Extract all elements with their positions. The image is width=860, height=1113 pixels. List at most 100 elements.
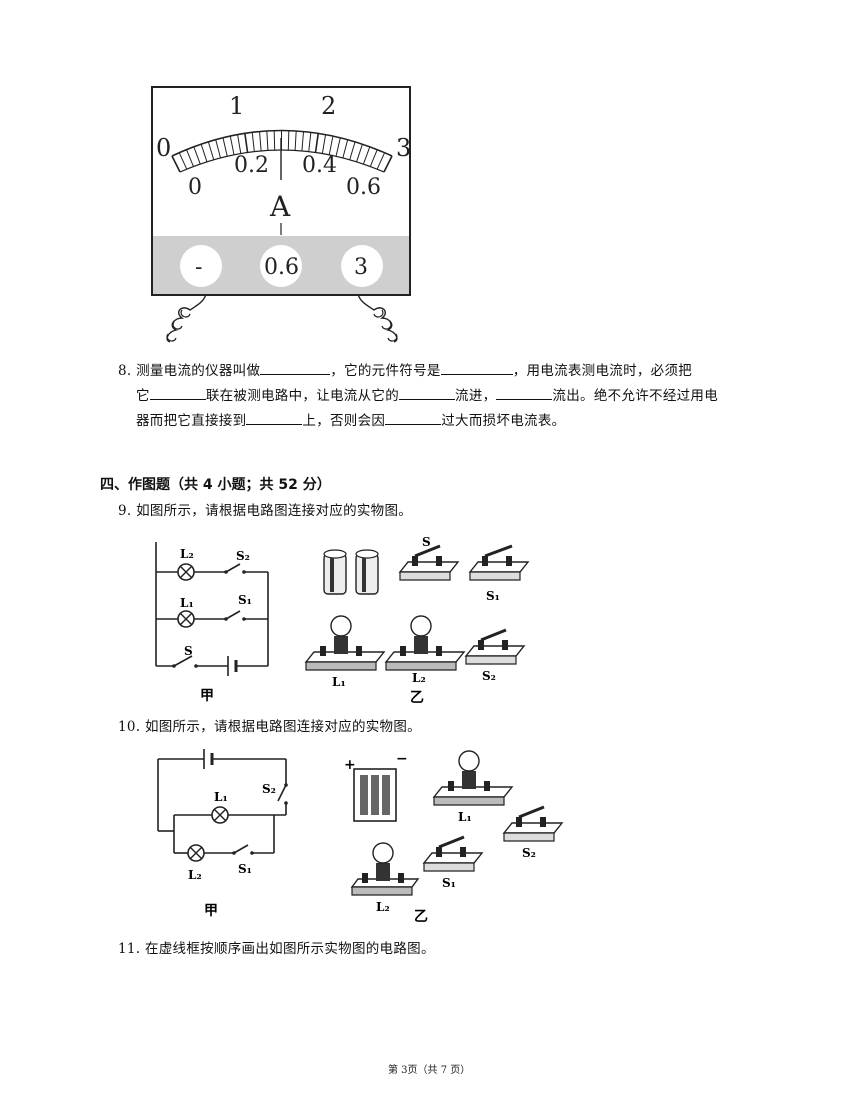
q9-circuit-s-label: S xyxy=(184,644,193,658)
q10-battery-minus: − xyxy=(396,751,408,767)
terminal-negative-label: - xyxy=(195,255,202,280)
q8-text-2: ，它的元件符号是 xyxy=(330,363,441,379)
q9-circuit-caption: 甲 xyxy=(200,688,214,704)
scale-tick xyxy=(362,146,371,165)
q10-lamp-l2-symbol xyxy=(187,844,205,862)
left-coil-wire xyxy=(166,293,207,343)
q10-circuit-s2-label: S₂ xyxy=(262,782,276,796)
scale-tick xyxy=(222,137,228,157)
scale-tick xyxy=(356,144,363,162)
ammeter-figure: 0 1 2 3 0 0.2 0.4 0.6 A - 0.6 3 xyxy=(151,86,411,343)
bottom-scale-0: 0 xyxy=(188,175,202,200)
q10-battery-symbol xyxy=(203,749,214,769)
q8-blank-1[interactable] xyxy=(260,360,331,375)
scale-tick xyxy=(328,135,334,155)
q9-physical-diagram: S S₁ L₁ L₂ S₂ 乙 xyxy=(304,535,530,706)
q10-switch-s2 xyxy=(502,805,564,842)
q8-blank-6[interactable] xyxy=(246,410,303,425)
q10-physical-s2-label: S₂ xyxy=(522,846,536,860)
q8-blank-4[interactable] xyxy=(399,385,456,400)
scale-tick xyxy=(321,134,327,154)
q10-lamp-l2 xyxy=(350,842,420,896)
scale-tick xyxy=(335,137,341,157)
terminal-0-6[interactable] xyxy=(260,245,302,287)
scale-tick xyxy=(314,133,320,153)
q9-lamp-l1 xyxy=(304,615,386,671)
bottom-scale-3: 0.6 xyxy=(346,175,381,200)
q10-battery-plus: + xyxy=(344,757,356,773)
top-scale-1: 1 xyxy=(229,92,244,120)
q10-lamp-l1-symbol xyxy=(211,806,229,824)
question-10-text: 10. 如图所示，请根据电路图连接对应的实物图。 xyxy=(118,719,421,735)
terminal-0-6-label: 0.6 xyxy=(264,255,299,280)
q8-text-8: 器而把它直接接到 xyxy=(136,413,247,429)
q9-circuit-s1-label: S₁ xyxy=(238,593,252,607)
scale-tick xyxy=(287,130,290,151)
terminal-3[interactable] xyxy=(341,245,383,287)
q8-blank-5[interactable] xyxy=(496,385,553,400)
q9-physical-caption: 乙 xyxy=(410,690,424,706)
q8-line-2: 它联在被测电路中，让电流从它的流进，流出。绝不允许不经过用电 xyxy=(118,384,778,409)
scale-tick xyxy=(244,133,249,153)
scale-tick xyxy=(294,130,297,151)
q10-circuit-l2-label: L₂ xyxy=(188,868,202,882)
q8-text-6: 流进， xyxy=(455,388,497,404)
q9-physical-s-label: S xyxy=(422,535,431,549)
q10-physical-s1-label: S₁ xyxy=(442,876,456,890)
scale-tick xyxy=(349,141,356,160)
q8-text-9: 上，否则会因 xyxy=(302,413,386,429)
q10-circuit-caption: 甲 xyxy=(204,903,218,919)
q10-physical-l1-label: L₁ xyxy=(458,810,472,824)
scale-tick xyxy=(383,155,393,173)
scale-tick xyxy=(237,134,242,154)
q10-switch-s1 xyxy=(422,835,484,872)
right-coil-loop xyxy=(373,309,398,342)
q9-lamp-l2 xyxy=(384,615,466,671)
q9-lamp-l1-symbol xyxy=(177,610,195,628)
q9-circuit-l2-label: L₂ xyxy=(180,547,194,561)
q9-switch-s xyxy=(398,544,460,581)
q9-physical-l1-label: L₁ xyxy=(332,675,346,689)
q8-text-1: 测量电流的仪器叫做 xyxy=(136,363,261,379)
scale-tick xyxy=(342,139,349,159)
q9-switch-s1 xyxy=(468,544,530,581)
question-8: 8. 测量电流的仪器叫做，它的元件符号是，用电流表测电流时，必须把 它联在被测电… xyxy=(118,359,778,434)
q8-text-7: 流出。绝不允许不经过用电 xyxy=(552,388,719,404)
scale-tick xyxy=(369,149,378,167)
q8-blank-3[interactable] xyxy=(149,385,206,400)
q9-battery-cell-2 xyxy=(355,549,379,595)
q8-blank-2[interactable] xyxy=(440,360,513,375)
q8-number: 8. xyxy=(118,363,132,379)
scale-tick xyxy=(259,131,262,151)
q8-blank-7[interactable] xyxy=(385,410,442,425)
q9-battery-cell-1 xyxy=(323,549,347,595)
q9-battery-symbol xyxy=(227,656,238,676)
left-coil-loop xyxy=(166,309,191,342)
bottom-scale-2: 0.4 xyxy=(302,153,337,178)
q10-lamp-l1 xyxy=(432,750,514,806)
scale-tick xyxy=(186,149,194,167)
top-scale-0: 0 xyxy=(156,134,171,162)
q9-circuit-s2-label: S₂ xyxy=(236,549,250,563)
top-scale-3: 3 xyxy=(396,134,411,162)
scale-tick xyxy=(215,139,221,159)
terminal-negative[interactable] xyxy=(180,245,222,287)
scale-tick xyxy=(193,146,201,165)
scale-tick xyxy=(376,152,386,170)
q8-text-3: ，用电流表测电流时，必须把 xyxy=(512,363,693,379)
q9-physical-l2-label: L₂ xyxy=(412,671,426,685)
q9-lamp-l2-symbol xyxy=(177,563,195,581)
scale-tick xyxy=(207,141,215,160)
scale-tick xyxy=(266,130,269,151)
q10-battery-box xyxy=(353,768,397,822)
page-footer: 第 3页（共 7 页） xyxy=(388,1065,471,1076)
q8-line-1: 8. 测量电流的仪器叫做 ，它的元件符号是 ，用电流表测电流时，必须把 xyxy=(118,359,778,384)
unit-label: A xyxy=(269,190,291,223)
scale-tick xyxy=(171,155,181,173)
q10-physical-l2-label: L₂ xyxy=(376,900,390,914)
q8-line-3: 器而把它直接接到上，否则会因过大而损坏电流表。 xyxy=(118,409,778,434)
q10-physical-diagram: + − L₁ S₂ S₁ L₂ 乙 xyxy=(344,750,564,925)
right-coil-wire xyxy=(357,293,398,343)
scale-tick xyxy=(251,132,255,152)
q8-text-4: 它 xyxy=(136,388,150,404)
